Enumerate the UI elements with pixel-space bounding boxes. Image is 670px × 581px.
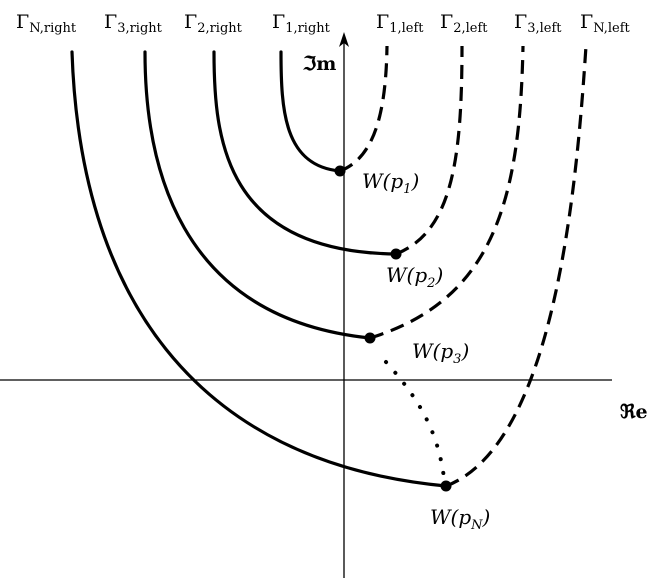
real-axis-label: ℜe — [620, 401, 648, 423]
gamma-N-left-curve — [445, 45, 588, 488]
gamma-N-right-curve — [70, 50, 448, 488]
gamma-2-left-curve — [395, 45, 464, 256]
point-labels: W(p1) W(p2) W(p3) W(pN) — [362, 169, 490, 533]
imaginary-axis-arrowhead — [339, 32, 349, 47]
point-p1-label: W(p1) — [362, 169, 419, 197]
gamma-3-right-curve — [143, 50, 372, 340]
gamma-2-right-label: Γ2,right — [184, 11, 243, 36]
gamma-1-left-curve — [339, 45, 389, 173]
contour-points — [334, 165, 452, 492]
gamma-3-right-label: Γ3,right — [104, 11, 163, 36]
gamma-1-right-label: Γ1,right — [272, 11, 331, 36]
gamma-2-right-curve — [212, 50, 398, 256]
contour-top-labels: ΓN,right Γ3,right Γ2,right Γ1,right Γ1,l… — [16, 11, 631, 36]
left-branches — [339, 45, 588, 488]
gamma-2-left-label: Γ2,left — [440, 11, 488, 36]
point-p3-label: W(p3) — [412, 339, 469, 367]
point-p2-marker — [390, 248, 402, 260]
gamma-N-right-label: ΓN,right — [16, 11, 77, 36]
gamma-1-left-label: Γ1,left — [376, 11, 424, 36]
point-pN-label: W(pN) — [430, 505, 490, 533]
right-branches — [70, 50, 448, 488]
imaginary-axis-label: ℑm — [302, 53, 336, 75]
gamma-3-left-label: Γ3,left — [514, 11, 562, 36]
gamma-N-left-label: ΓN,left — [580, 11, 631, 36]
gamma-1-right-curve — [279, 50, 342, 173]
point-p1-marker — [334, 165, 346, 177]
gamma-3-left-curve — [369, 45, 525, 340]
axes: ℜe ℑm — [0, 32, 648, 578]
point-p3-marker — [364, 332, 376, 344]
point-p2-label: W(p2) — [386, 263, 443, 291]
point-pN-marker — [440, 480, 452, 492]
